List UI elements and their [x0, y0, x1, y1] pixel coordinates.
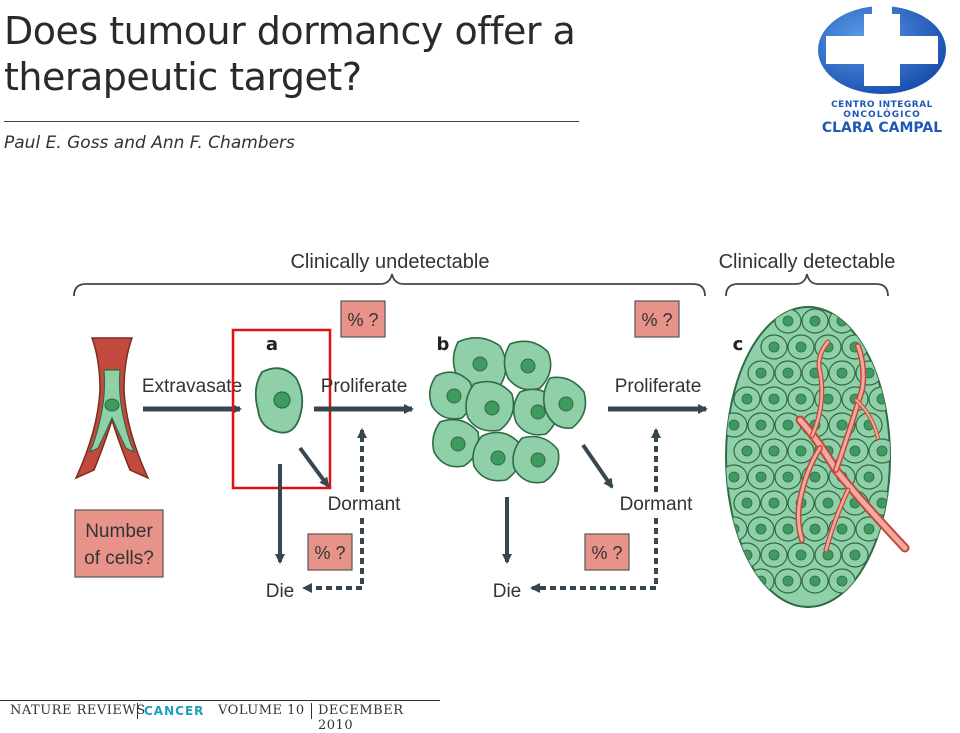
tumour-cell-nucleus — [755, 523, 767, 535]
vascularised-tumour-icon — [725, 306, 910, 608]
tumour-cell-nucleus — [755, 367, 767, 379]
label-dormant-1: Dormant — [328, 494, 402, 515]
logo-text-line-2: ONCOLÓGICO — [843, 110, 921, 120]
percent-box-4 — [584, 533, 630, 571]
label-proliferate-2: Proliferate — [615, 376, 702, 397]
tumour-cell-nucleus — [849, 549, 861, 561]
tumour-cell-nucleus — [809, 575, 821, 587]
logo-text-line-1: CENTRO INTEGRAL — [831, 100, 933, 110]
tumour-cell-nucleus — [741, 393, 753, 405]
tumour-cell — [726, 516, 748, 542]
label-die-1: Die — [266, 581, 295, 602]
tumour-cell-nucleus — [822, 393, 834, 405]
tumour-vessels-icon — [795, 339, 910, 553]
tumour-cell-nucleus — [782, 367, 794, 379]
tumour-cell-nucleus — [795, 549, 807, 561]
percent-box-3 — [634, 300, 680, 338]
label-dormant-2: Dormant — [620, 494, 694, 515]
footer-separator — [137, 703, 138, 719]
tumour-cell-nucleus — [782, 471, 794, 483]
tumour-cell-nucleus — [876, 445, 888, 457]
percent-box-4-label: % ? — [591, 543, 622, 563]
tumour-cell-nucleus — [728, 523, 740, 535]
tumour-dormancy-diagram: Clinically undetectable Clinically detec… — [73, 251, 910, 608]
blood-vessel-icon — [74, 337, 150, 480]
percent-box-1 — [340, 300, 386, 338]
logo-text-line-3: CLARA CAMPAL — [821, 120, 943, 136]
percent-box-2-label: % ? — [314, 543, 345, 563]
footer-date: DECEMBER 2010 — [318, 703, 404, 733]
percent-box-3-label: % ? — [641, 310, 672, 330]
dashed-dormant-to-die-1 — [302, 518, 364, 593]
tumour-cell-nucleus — [755, 471, 767, 483]
journal-footer: NATURE REVIEWS CANCER VOLUME 10 DECEMBER… — [0, 700, 440, 733]
label-die-2: Die — [493, 581, 522, 602]
footer-section: CANCER — [144, 704, 205, 718]
title-line-2: therapeutic target? — [4, 55, 362, 99]
tumour-cell-nucleus — [782, 575, 794, 587]
tumour-cell-nucleus — [849, 445, 861, 457]
tumour-cell-nucleus — [768, 341, 780, 353]
tumour-cell-nucleus — [782, 523, 794, 535]
tumour-cell-nucleus — [836, 419, 848, 431]
percent-box-1-label: % ? — [347, 310, 378, 330]
tumour-cell-nucleus — [768, 497, 780, 509]
label-clinically-detectable: Clinically detectable — [719, 251, 896, 273]
number-of-cells-line-1: Number — [85, 521, 153, 542]
single-tumour-cell-icon — [254, 367, 304, 434]
number-of-cells-line-2: of cells? — [84, 548, 154, 569]
tumour-cell-nucleus — [809, 471, 821, 483]
tumour-cell-nucleus — [728, 471, 740, 483]
authors: Paul E. Goss and Ann F. Chambers — [4, 133, 295, 153]
label-extravasate: Extravasate — [142, 376, 242, 397]
footer-journal: NATURE REVIEWS — [10, 703, 146, 718]
tumour-cell-nucleus — [795, 445, 807, 457]
footer-volume: VOLUME 10 — [218, 703, 305, 718]
tumour-cell-nucleus — [876, 393, 888, 405]
label-stage-c: c — [733, 334, 744, 355]
arrow-dormant-2 — [581, 443, 614, 489]
tumour-cell-nucleus — [768, 393, 780, 405]
tumour-cell-nucleus — [741, 445, 753, 457]
number-of-cells-box — [74, 509, 164, 578]
tumour-cell-nucleus — [795, 393, 807, 405]
tumour-cell-nucleus — [755, 419, 767, 431]
tumour-cell-nucleus — [836, 367, 848, 379]
blue-cross-logo-icon — [818, 6, 946, 94]
label-stage-b: b — [437, 334, 450, 355]
slide-title: Does tumour dormancy offer a therapeutic… — [4, 8, 604, 100]
tumour-cell-nucleus — [809, 523, 821, 535]
percent-box-2 — [307, 533, 353, 571]
brace-detectable — [725, 273, 889, 297]
title-line-1: Does tumour dormancy offer a — [4, 9, 576, 53]
tumour-cell-nucleus — [836, 575, 848, 587]
label-clinically-undetectable: Clinically undetectable — [290, 251, 489, 273]
footer-separator — [311, 703, 312, 719]
tumour-cell-nucleus — [795, 341, 807, 353]
title-divider — [4, 121, 579, 122]
tumour-cell-nucleus — [782, 315, 794, 327]
arrow-dormant-1 — [298, 446, 330, 488]
tumour-cell-nucleus — [728, 419, 740, 431]
label-proliferate-1: Proliferate — [321, 376, 408, 397]
tumour-cell-nucleus — [782, 419, 794, 431]
tumour-cell-nucleus — [809, 315, 821, 327]
brace-undetectable — [73, 273, 706, 297]
tumour-cell-nucleus — [768, 445, 780, 457]
tumour-cell-nucleus — [863, 523, 875, 535]
label-stage-a: a — [266, 334, 278, 355]
tumour-cell-nucleus — [768, 549, 780, 561]
tumour-cell-nucleus — [741, 497, 753, 509]
tumour-cell-nucleus — [863, 471, 875, 483]
tumour-cell-nucleus — [836, 523, 848, 535]
dashed-dormant-to-die-2 — [530, 518, 658, 593]
tumour-cell-nucleus — [822, 497, 834, 509]
cluster-nuclei — [446, 356, 574, 468]
